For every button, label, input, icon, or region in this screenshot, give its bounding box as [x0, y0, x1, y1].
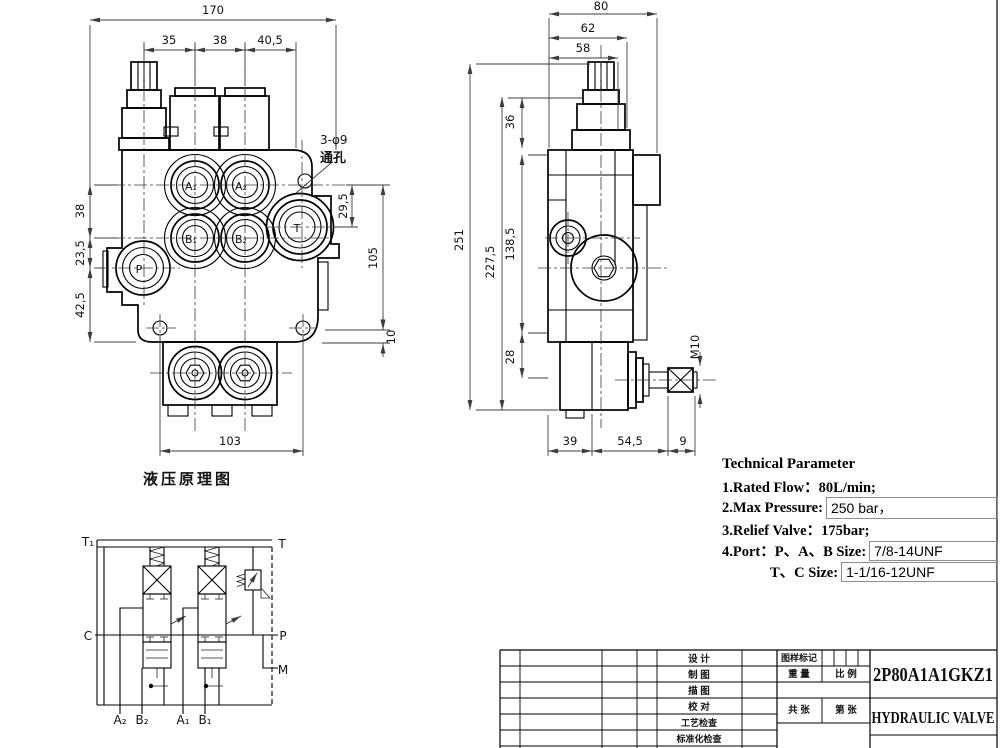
- front-centerlines: [96, 44, 348, 432]
- tech-params-title: Technical Parameter: [722, 456, 856, 472]
- titleblock-total-sheets-label: 共 张: [788, 704, 810, 716]
- through-hole-phi9: [297, 173, 313, 189]
- side-view: [538, 45, 716, 428]
- titleblock-mark-label: 图样标记: [781, 652, 817, 663]
- dim-29-5-label: 29,5: [336, 193, 350, 219]
- schematic-label-b2: B₂: [135, 713, 148, 727]
- part-number: 2P80A1A1GKZ1: [873, 664, 993, 686]
- part-name: HYDRAULIC VALVE: [872, 708, 995, 727]
- dim-105-label: 105: [366, 247, 380, 269]
- titleblock-row-design: 设 计: [688, 653, 710, 665]
- titleblock-row-process-check: 工艺检查: [681, 717, 718, 728]
- port-p-label: P: [136, 263, 143, 276]
- spool-symbol-2: [182, 546, 242, 714]
- port-a1-label: A₁: [185, 180, 197, 193]
- schematic-label-t1: T₁: [81, 535, 94, 549]
- schematic-label-p: P: [279, 629, 286, 643]
- dim-227-5-label: 227,5: [483, 246, 497, 279]
- titleblock-scale-label: 比 例: [835, 668, 857, 680]
- dim-38-top-label: 38: [213, 33, 228, 47]
- relief-cartridge-side: [549, 219, 638, 302]
- tech-param-relief-valve: 3.Relief Valve：175bar;: [722, 523, 870, 539]
- tech-param-tc-size-row: T、C Size: 1-1/16-12UNF: [722, 561, 998, 582]
- dim-54-5-label: 54,5: [617, 434, 643, 448]
- dim-28-label: 28: [503, 350, 517, 365]
- titleblock-row-draft: 制 图: [688, 669, 710, 681]
- dim-36-label: 36: [503, 115, 517, 130]
- port-size-value-field[interactable]: 7/8-14UNF: [869, 540, 998, 561]
- dim-10-label: 10: [384, 330, 398, 345]
- dim-170-label: 170: [202, 3, 224, 17]
- titleblock-sheet-no-label: 第 张: [835, 704, 857, 716]
- titleblock-row-standard-check: 标准化检查: [675, 733, 722, 744]
- schematic-label-a2: A₂: [113, 713, 126, 727]
- dim-38-left-label: 38: [73, 204, 87, 219]
- dim-9-label: 9: [679, 434, 686, 448]
- tc-size-value-field[interactable]: 1-1/16-12UNF: [841, 561, 998, 582]
- valve-body-front: [106, 149, 340, 343]
- tech-param-port-size-row: 4.Port：P、A、B Size: 7/8-14UNF: [722, 540, 998, 561]
- max-pressure-value-field[interactable]: 250 bar，: [825, 497, 998, 519]
- dim-62-label: 62: [581, 21, 596, 35]
- dim-138-5-label: 138,5: [503, 228, 517, 261]
- relief-valve-symbol: [235, 547, 271, 635]
- schematic-title: 液压原理图: [143, 470, 233, 488]
- side-view-dimensions: 80 62 58 36 251 227,5 138,5 28 39 54,5: [452, 0, 703, 456]
- dim-80-label: 80: [594, 0, 609, 13]
- schematic-label-m: M: [278, 663, 288, 677]
- port-size-label: 4.Port：P、A、B Size:: [722, 544, 867, 560]
- dim-40-5-label: 40,5: [257, 33, 283, 47]
- hole-note-line2: 通孔: [320, 150, 346, 165]
- dim-42-5-label: 42,5: [73, 292, 87, 318]
- port-circles: [115, 153, 335, 336]
- dim-35-label: 35: [162, 33, 177, 47]
- hydraulic-schematic: 液压原理图: [81, 470, 288, 727]
- front-view: A₁ A₂ B₁ B₂ T P: [96, 44, 348, 432]
- dim-m10-label: M10: [688, 335, 702, 360]
- lower-port-block: [162, 341, 278, 417]
- hole-note-line1: 3-φ9: [320, 133, 348, 147]
- schematic-label-b1: B₁: [198, 713, 211, 727]
- p-boss-plate: [102, 250, 109, 288]
- side-centerlines: [538, 45, 716, 428]
- spool-cap-2: [213, 87, 270, 151]
- port-b1-label: B₁: [185, 233, 197, 246]
- tech-param-max-pressure-row: 2.Max Pressure: 250 bar，: [722, 497, 998, 519]
- dim-58-label: 58: [576, 41, 591, 55]
- dim-103-label: 103: [219, 434, 241, 448]
- port-a2-label: A₂: [235, 180, 247, 193]
- titleblock-row-trace: 描 图: [688, 685, 710, 697]
- max-pressure-label: 2.Max Pressure:: [722, 499, 823, 516]
- front-view-dimensions: 170 35 38 40,5 38 23,5 42,5 103 29,5: [73, 3, 398, 456]
- spool-cap-1: [163, 87, 220, 151]
- dim-251-label: 251: [452, 229, 466, 251]
- port-t-label: T: [293, 222, 301, 235]
- tc-size-label: T、C Size:: [770, 565, 839, 581]
- titleblock-row-check: 校 对: [688, 701, 710, 713]
- technical-parameters: Technical Parameter 1.Rated Flow：80L/min…: [722, 456, 998, 582]
- spool-symbol-1: [119, 546, 187, 714]
- dim-23-5-label: 23,5: [73, 240, 87, 266]
- titleblock-weight-label: 重 量: [788, 668, 810, 680]
- valve-body-side: [547, 149, 661, 343]
- port-b2-label: B₂: [235, 233, 247, 246]
- schematic-label-t: T: [277, 537, 286, 551]
- dim-39-label: 39: [563, 434, 578, 448]
- schematic-label-c: C: [84, 629, 92, 643]
- title-block: 设 计 制 图 描 图 校 对 工艺检查 标准化检查 图样标记 重 量 比 例 …: [499, 649, 997, 748]
- tech-param-rated-flow: 1.Rated Flow：80L/min;: [722, 480, 876, 496]
- right-side-plate: [317, 261, 329, 311]
- schematic-label-a1: A₁: [176, 713, 189, 727]
